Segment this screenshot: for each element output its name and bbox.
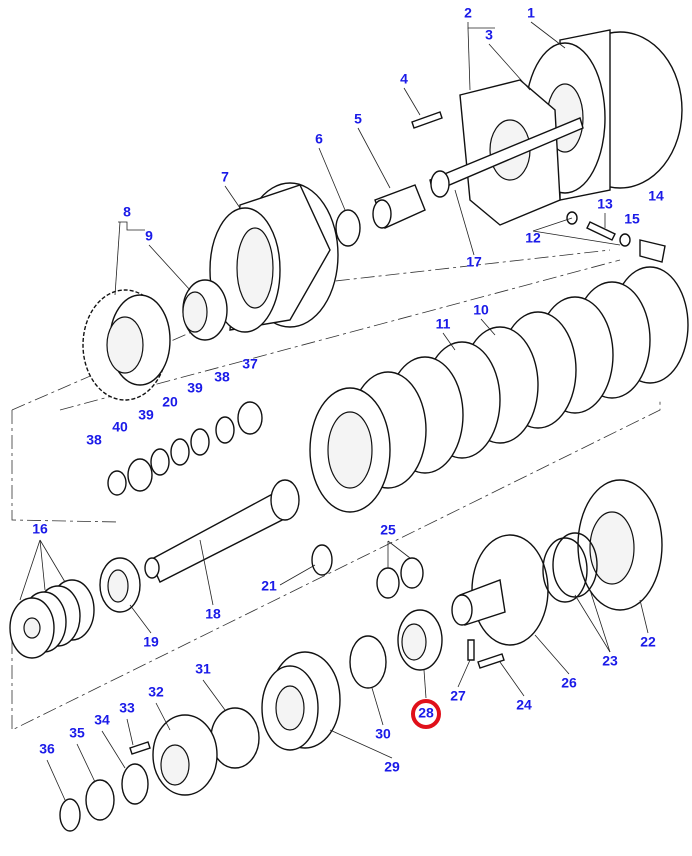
- callout-3: 3: [485, 27, 493, 43]
- callout-38b: 38: [86, 432, 102, 448]
- callout-39: 39: [187, 380, 203, 396]
- highlight-circle: [411, 699, 441, 729]
- callout-22: 22: [640, 634, 656, 650]
- part-piston: [577, 479, 663, 611]
- part-bearing-28: [397, 609, 443, 671]
- part-main-shaft: [144, 479, 300, 583]
- part-snap-ring: [335, 209, 361, 247]
- callout-36: 36: [39, 741, 55, 757]
- callout-9: 9: [145, 228, 153, 244]
- leader-lines: [19, 21, 649, 801]
- part-clutch-discs: [309, 266, 689, 513]
- callout-10: 10: [473, 302, 489, 318]
- callout-31: 31: [195, 661, 211, 677]
- part-circlip-36: [59, 798, 81, 832]
- callout-14: 14: [648, 188, 664, 204]
- callout-26: 26: [561, 675, 577, 691]
- part-ring-34: [121, 763, 149, 805]
- callout-30: 30: [375, 726, 391, 742]
- callout-6: 6: [315, 131, 323, 147]
- callout-40: 40: [112, 419, 128, 435]
- callout-27: 27: [450, 688, 466, 704]
- callout-2: 2: [464, 5, 472, 21]
- callout-20: 20: [162, 394, 178, 410]
- callout-21: 21: [261, 578, 277, 594]
- callout-37: 37: [242, 356, 258, 372]
- callout-39b: 39: [138, 407, 154, 423]
- part-bearing-35: [85, 779, 115, 821]
- part-flange: [152, 714, 218, 796]
- callout-32: 32: [148, 684, 164, 700]
- part-drive-hub: [451, 534, 549, 646]
- callout-25: 25: [380, 522, 396, 538]
- part-fittings: [566, 211, 666, 263]
- callout-15: 15: [624, 211, 640, 227]
- part-bolt-33: [129, 741, 151, 755]
- callout-8: 8: [123, 204, 131, 220]
- part-bolt: [411, 111, 443, 129]
- callout-35: 35: [69, 725, 85, 741]
- callout-1: 1: [527, 5, 535, 21]
- part-cage: [349, 635, 387, 689]
- part-seal-ring: [542, 537, 588, 603]
- callout-4: 4: [400, 71, 408, 87]
- part-bearing: [182, 279, 228, 341]
- part-pin-27: [467, 639, 475, 661]
- callout-17: 17: [466, 254, 482, 270]
- part-gear-set: [9, 579, 95, 659]
- callout-labels: 1 2 3 4 5 6 7 8 9 10 11 12 13 14 15 16 1…: [32, 5, 664, 775]
- callout-7: 7: [221, 169, 229, 185]
- callout-23: 23: [602, 653, 618, 669]
- callout-34: 34: [94, 712, 110, 728]
- part-shaft: [372, 117, 584, 229]
- callout-12: 12: [525, 230, 541, 246]
- part-circlip: [311, 544, 333, 576]
- callout-19: 19: [143, 634, 159, 650]
- part-seal-ring: [552, 532, 598, 598]
- callout-24: 24: [516, 697, 532, 713]
- part-ring: [376, 567, 400, 599]
- callout-29: 29: [384, 759, 400, 775]
- part-gear: [82, 289, 171, 401]
- part-clutch-hub: [209, 182, 339, 333]
- callout-18: 18: [205, 606, 221, 622]
- part-sleeve: [210, 707, 260, 769]
- callout-28-highlighted[interactable]: 28: [418, 705, 434, 721]
- callout-16: 16: [32, 521, 48, 537]
- part-small-rings: [107, 401, 263, 496]
- part-bearing-19: [99, 557, 141, 613]
- callout-33: 33: [119, 700, 135, 716]
- callout-11: 11: [436, 316, 451, 332]
- part-bolt-24: [477, 653, 505, 669]
- callout-38: 38: [214, 369, 230, 385]
- callout-13: 13: [597, 196, 613, 212]
- part-carrier: [261, 651, 341, 751]
- part-ring: [400, 557, 424, 589]
- callout-5: 5: [354, 111, 362, 127]
